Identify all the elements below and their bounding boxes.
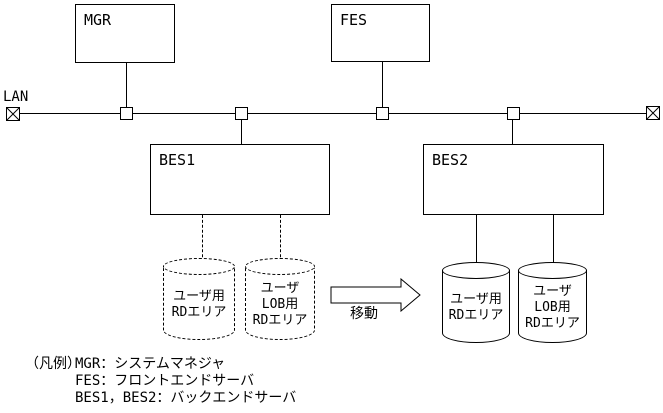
cylinder-top	[442, 262, 510, 279]
lan-tap-bes2-icon	[507, 107, 520, 120]
bes1-server-label: BES1	[159, 151, 196, 169]
cylinder-user-lob-rd-area-target: ユーザ LOB用 RDエリア	[518, 262, 587, 343]
mgr-server-box: MGR	[75, 4, 175, 63]
bes2-server-box: BES2	[423, 144, 604, 215]
bes2-cylinder1-line	[476, 215, 477, 268]
move-arrow-icon	[330, 277, 422, 313]
fes-server-label: FES	[340, 11, 368, 29]
cylinder-user-rd-area-source: ユーザ用 RDエリア	[163, 258, 235, 340]
cylinder-label: ユーザ LOB用 RDエリア	[525, 284, 580, 331]
bes2-server-label: BES2	[432, 151, 469, 169]
bes2-lan-connector-line	[512, 119, 513, 145]
cylinder-user-lob-rd-area-source: ユーザ LOB用 RDエリア	[245, 258, 315, 340]
cylinder-body	[245, 266, 315, 340]
cylinder-top	[245, 258, 315, 275]
mgr-server-label: MGR	[84, 11, 112, 29]
cylinder-body	[163, 266, 235, 340]
bes2-cylinder2-line	[553, 215, 554, 268]
move-arrow-label: 移動	[350, 306, 378, 322]
legend-prefix: （凡例）	[25, 356, 81, 372]
lan-terminator-left-icon	[6, 107, 20, 121]
lan-tap-bes1-icon	[235, 107, 248, 120]
cylinder-user-rd-area-target: ユーザ用 RDエリア	[442, 262, 510, 343]
lan-tap-fes-icon	[376, 107, 389, 120]
lan-tap-mgr-icon	[120, 107, 133, 120]
cylinder-label: ユーザ用 RDエリア	[171, 288, 227, 320]
legend-entry-mgr: MGR：システムマネジャ	[75, 356, 226, 372]
cylinder-body	[518, 270, 587, 343]
legend-entry-bes: BES1，BES2：バックエンドサーバ	[75, 390, 297, 406]
cylinder-top	[163, 258, 235, 275]
cylinder-body	[442, 270, 510, 343]
mgr-lan-connector-line	[126, 63, 127, 108]
fes-lan-connector-line	[382, 62, 383, 108]
bes1-cylinder2-dashed-line	[280, 215, 281, 267]
legend-entry-fes: FES：フロントエンドサーバ	[75, 373, 255, 389]
bes1-lan-connector-line	[241, 119, 242, 145]
lan-label: LAN	[3, 89, 29, 105]
lan-terminator-right-icon	[646, 106, 660, 120]
bes1-cylinder1-dashed-line	[202, 215, 203, 267]
cylinder-top	[518, 262, 587, 279]
fes-server-box: FES	[331, 4, 430, 62]
cylinder-label: ユーザ用 RDエリア	[448, 292, 504, 323]
bes1-server-box: BES1	[150, 144, 330, 215]
cylinder-label: ユーザ LOB用 RDエリア	[252, 280, 308, 328]
lan-bus-line	[19, 113, 647, 114]
